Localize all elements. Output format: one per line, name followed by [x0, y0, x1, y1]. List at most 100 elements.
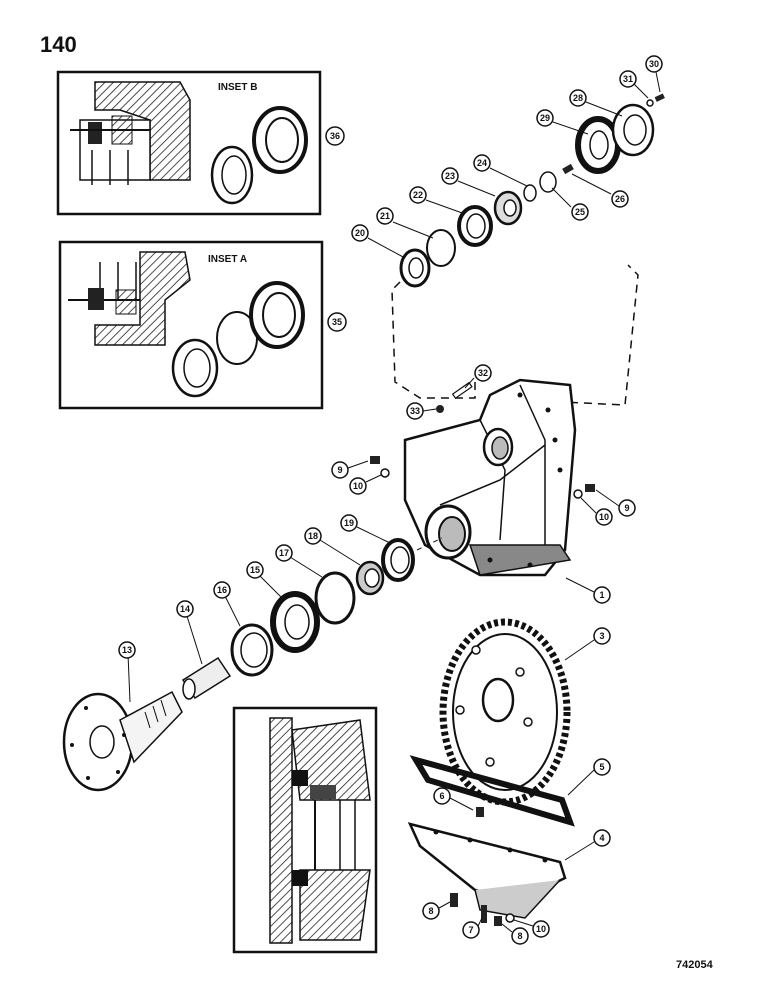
callout-4 — [593, 829, 611, 847]
inset-a-bearing-section — [115, 289, 137, 315]
callout-28 — [569, 89, 587, 107]
part-13-axle-shaft — [62, 690, 183, 792]
callout-25 — [571, 203, 589, 221]
callout-5 — [593, 758, 611, 776]
part-24-washer — [523, 184, 537, 202]
part-6-drain-plug — [476, 807, 484, 817]
svg-text:33: 33 — [410, 406, 420, 416]
inset-b-seal-section — [88, 122, 102, 144]
callout-32 — [474, 364, 492, 382]
callout-35 — [327, 312, 347, 332]
front-bearing-stack — [62, 526, 443, 792]
callout-19 — [340, 514, 358, 532]
svg-text:31: 31 — [623, 74, 633, 84]
part-8-bolt-a — [450, 893, 458, 907]
svg-text:18: 18 — [308, 531, 318, 541]
svg-text:9: 9 — [624, 503, 629, 513]
callout-1 — [593, 586, 611, 604]
part-10-washer-lower — [505, 913, 515, 923]
part-21-snap-ring — [426, 229, 456, 267]
section-view — [232, 706, 378, 954]
svg-text:35: 35 — [332, 317, 342, 327]
inset-b: INSET B 36 — [56, 70, 345, 216]
callout-10-right — [595, 508, 613, 526]
svg-text:14: 14 — [180, 604, 190, 614]
callout-14 — [176, 600, 194, 618]
svg-text:32: 32 — [478, 368, 488, 378]
svg-text:30: 30 — [649, 59, 659, 69]
callout-3 — [593, 627, 611, 645]
svg-text:10: 10 — [536, 924, 546, 934]
svg-text:7: 7 — [468, 925, 473, 935]
svg-text:29: 29 — [540, 113, 550, 123]
inset-b-title: INSET B — [218, 82, 257, 93]
callout-10-left — [349, 477, 367, 495]
callout-26 — [611, 190, 629, 208]
svg-text:5: 5 — [599, 762, 604, 772]
svg-text:22: 22 — [413, 190, 423, 200]
drawing-id: 742054 — [676, 959, 713, 971]
svg-text:21: 21 — [380, 211, 390, 221]
svg-text:16: 16 — [217, 585, 227, 595]
callout-31 — [619, 70, 637, 88]
callout-18 — [304, 527, 322, 545]
part-3-gear — [439, 618, 595, 806]
part-9-bolt-right — [585, 484, 595, 492]
assembly-dashed-path — [391, 264, 639, 406]
part-9-bolt-left — [370, 456, 380, 464]
part-10-washer-right — [573, 489, 583, 499]
svg-text:25: 25 — [575, 207, 585, 217]
callout-21 — [376, 207, 394, 225]
part-8-bolt-b — [494, 916, 502, 926]
callout-29 — [536, 109, 554, 127]
callout-15 — [246, 561, 264, 579]
callout-16 — [213, 581, 231, 599]
callout-8-left — [422, 902, 440, 920]
svg-text:9: 9 — [337, 465, 342, 475]
svg-text:20: 20 — [355, 228, 365, 238]
callout-33 — [406, 402, 424, 420]
svg-text:13: 13 — [122, 645, 132, 655]
part-1-housing — [403, 378, 595, 593]
part-10-washer-left — [380, 468, 390, 478]
inset-a-housing-section — [94, 251, 191, 346]
svg-text:23: 23 — [445, 171, 455, 181]
svg-text:8: 8 — [428, 906, 433, 916]
svg-text:10: 10 — [353, 481, 363, 491]
callout-9-right — [618, 499, 636, 517]
svg-text:4: 4 — [599, 833, 604, 843]
part-4-cover — [407, 822, 595, 919]
svg-text:8: 8 — [517, 931, 522, 941]
callout-36 — [325, 126, 345, 146]
svg-text:24: 24 — [477, 158, 487, 168]
svg-text:6: 6 — [439, 791, 444, 801]
part-26-bolt — [562, 163, 574, 175]
inset-a-seal-section — [88, 288, 104, 310]
svg-text:26: 26 — [615, 194, 625, 204]
svg-text:17: 17 — [279, 548, 289, 558]
callout-9-left — [331, 461, 349, 479]
svg-text:10: 10 — [599, 512, 609, 522]
part-32-dowel-pin — [451, 381, 473, 400]
svg-text:1: 1 — [599, 590, 604, 600]
callouts: 20 21 22 23 24 25 26 29 28 31 30 32 33 — [118, 55, 663, 945]
page-number: 140 — [40, 32, 77, 57]
part-17-snap-ring — [314, 571, 356, 625]
callout-20 — [351, 224, 369, 242]
svg-text:28: 28 — [573, 93, 583, 103]
callout-17 — [275, 544, 293, 562]
part-5-gasket — [409, 755, 575, 827]
callout-8-right — [511, 927, 529, 945]
callout-7 — [462, 921, 480, 939]
callout-6 — [433, 787, 451, 805]
svg-text:3: 3 — [599, 631, 604, 641]
callout-22 — [409, 186, 427, 204]
inset-a-title: INSET A — [208, 254, 247, 265]
callout-10-lower — [532, 920, 550, 938]
inset-a: INSET A 35 — [58, 240, 347, 410]
svg-text:36: 36 — [330, 131, 340, 141]
part-7-bolt — [481, 905, 487, 923]
callout-30 — [645, 55, 663, 73]
part-25-lock-plate — [539, 171, 557, 193]
